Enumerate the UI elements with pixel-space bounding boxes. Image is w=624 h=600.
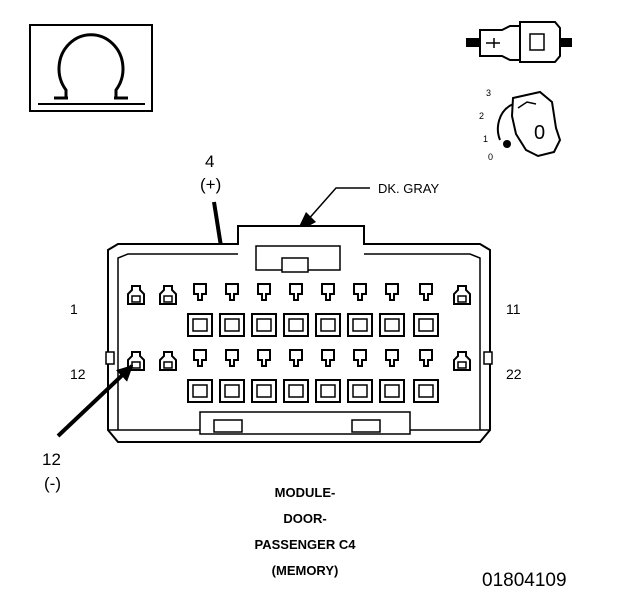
caption-line-4: (MEMORY) — [272, 563, 339, 578]
connector-plug-icon — [466, 21, 572, 63]
ignition-position-1: 1 — [483, 134, 488, 144]
pin-cavity — [413, 349, 439, 403]
pin-cavity — [347, 349, 373, 403]
caption-line-2: DOOR- — [283, 511, 326, 526]
pin-cavity — [251, 283, 277, 337]
pin-cavity-4 — [219, 283, 245, 337]
pin-cavity — [187, 283, 213, 337]
pin-cavity — [315, 283, 341, 337]
ignition-key-icon: 3 2 1 0 0 — [479, 88, 562, 162]
pin-label-22: 22 — [506, 366, 522, 382]
ignition-key-label: 0 — [534, 122, 545, 144]
bottom-row-cavities — [127, 349, 471, 403]
connector-caption: MODULE- DOOR- PASSENGER C4 (MEMORY) — [255, 485, 357, 578]
pin-cavity — [187, 349, 213, 403]
callout-pin-4-number: 4 — [205, 152, 214, 171]
caption-line-1: MODULE- — [275, 485, 336, 500]
top-row-cavities — [127, 283, 471, 337]
pin-label-11: 11 — [506, 301, 521, 317]
pin-cavity — [379, 349, 405, 403]
pin-cavity — [283, 283, 309, 337]
pin-label-1: 1 — [70, 301, 78, 317]
callout-pin-12-polarity: (-) — [44, 474, 61, 493]
pin-cavity — [251, 349, 277, 403]
latch-cavity — [127, 285, 145, 305]
callout-pin-12-number: 12 — [42, 450, 61, 469]
latch-cavity — [159, 351, 177, 371]
pin-cavity — [315, 349, 341, 403]
pin-cavity — [413, 283, 439, 337]
latch-cavity — [453, 285, 471, 305]
wire-color-label: DK. GRAY — [378, 181, 439, 196]
callout-pin-4-polarity: (+) — [200, 175, 221, 194]
ignition-position-2: 2 — [479, 111, 484, 121]
latch-cavity — [159, 285, 177, 305]
pin-cavity — [379, 283, 405, 337]
ohm-symbol-icon — [29, 24, 153, 112]
latch-cavity — [453, 351, 471, 371]
callout-pin-12: 12 (-) — [42, 364, 134, 493]
figure-id: 01804109 — [482, 570, 567, 591]
pin-cavity — [219, 349, 245, 403]
pin-label-12: 12 — [70, 366, 86, 382]
caption-line-3: PASSENGER C4 — [255, 537, 357, 552]
ignition-position-3: 3 — [486, 88, 491, 98]
pin-cavity — [283, 349, 309, 403]
ignition-position-0: 0 — [488, 152, 493, 162]
pin-cavity — [347, 283, 373, 337]
